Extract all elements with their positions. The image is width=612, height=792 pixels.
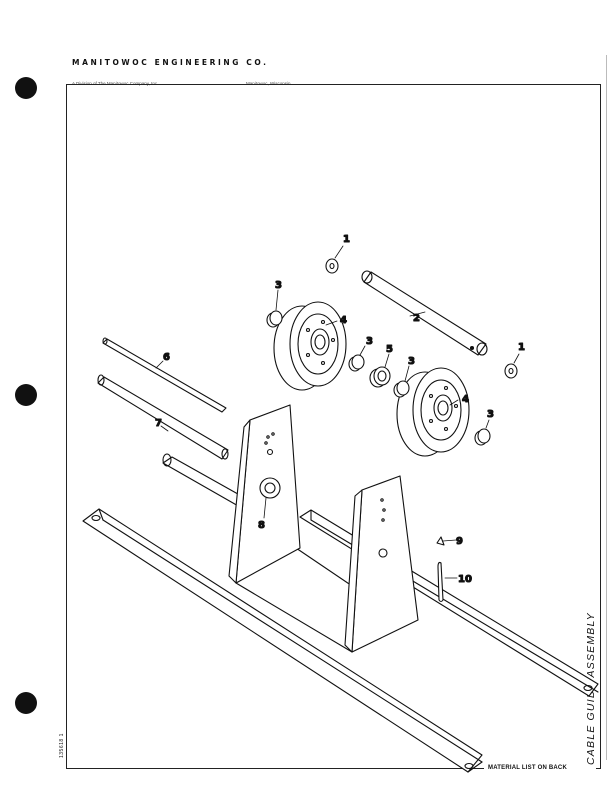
callout-1-top: 1 — [343, 234, 350, 245]
shaft-6 — [102, 337, 227, 413]
cross-member — [162, 453, 246, 508]
washer-1-right — [504, 363, 518, 379]
callout-8: 8 — [258, 520, 265, 531]
callout-3-a: 3 — [275, 280, 282, 291]
callout-1-right: 1 — [518, 342, 525, 353]
clip-9 — [436, 536, 445, 546]
callout-9: 9 — [456, 536, 463, 547]
drawing-frame — [66, 84, 601, 769]
spacer-5 — [369, 366, 391, 388]
callout-5: 5 — [386, 344, 393, 355]
shaft-7 — [97, 374, 229, 460]
left-upright-plate — [228, 404, 301, 584]
callout-3-c: 3 — [408, 356, 415, 367]
right-upright-plate — [344, 475, 419, 653]
bottom-rule-end — [596, 768, 601, 769]
pin-10 — [437, 561, 444, 603]
leader-lines — [155, 245, 520, 579]
bushing-3-b — [348, 354, 365, 372]
company-name: MANITOWOC ENGINEERING CO. — [72, 58, 269, 67]
sheave-4-right — [396, 367, 470, 457]
binder-hole-middle — [15, 384, 37, 406]
callout-3-d: 3 — [487, 409, 494, 420]
callout-7: 7 — [155, 418, 162, 429]
material-list-note: MATERIAL LIST ON BACK — [488, 765, 567, 771]
division-line: A Division of The Manitowoc Company, Inc… — [72, 81, 159, 86]
callout-6: 6 — [163, 352, 170, 363]
shaft-2 — [361, 270, 488, 356]
binder-hole-bottom — [15, 692, 37, 714]
callout-4-left: 4 — [340, 315, 347, 326]
bottom-rule — [66, 768, 484, 769]
callout-3-b: 3 — [366, 336, 373, 347]
callout-10: 10 — [458, 574, 472, 585]
bushing-3-c — [393, 380, 410, 398]
binder-hole-top — [15, 77, 37, 99]
callout-4-right: 4 — [462, 394, 469, 405]
bushing-3-a — [266, 310, 283, 328]
sheave-4-left — [273, 301, 347, 391]
location-line: Manitowoc, Wisconsin — [246, 81, 291, 86]
page-edge — [606, 55, 611, 760]
washer-1-upper — [325, 258, 339, 274]
callout-2: 2 — [413, 313, 420, 324]
base-rail-front — [82, 508, 483, 773]
bushing-3-d — [474, 428, 491, 446]
